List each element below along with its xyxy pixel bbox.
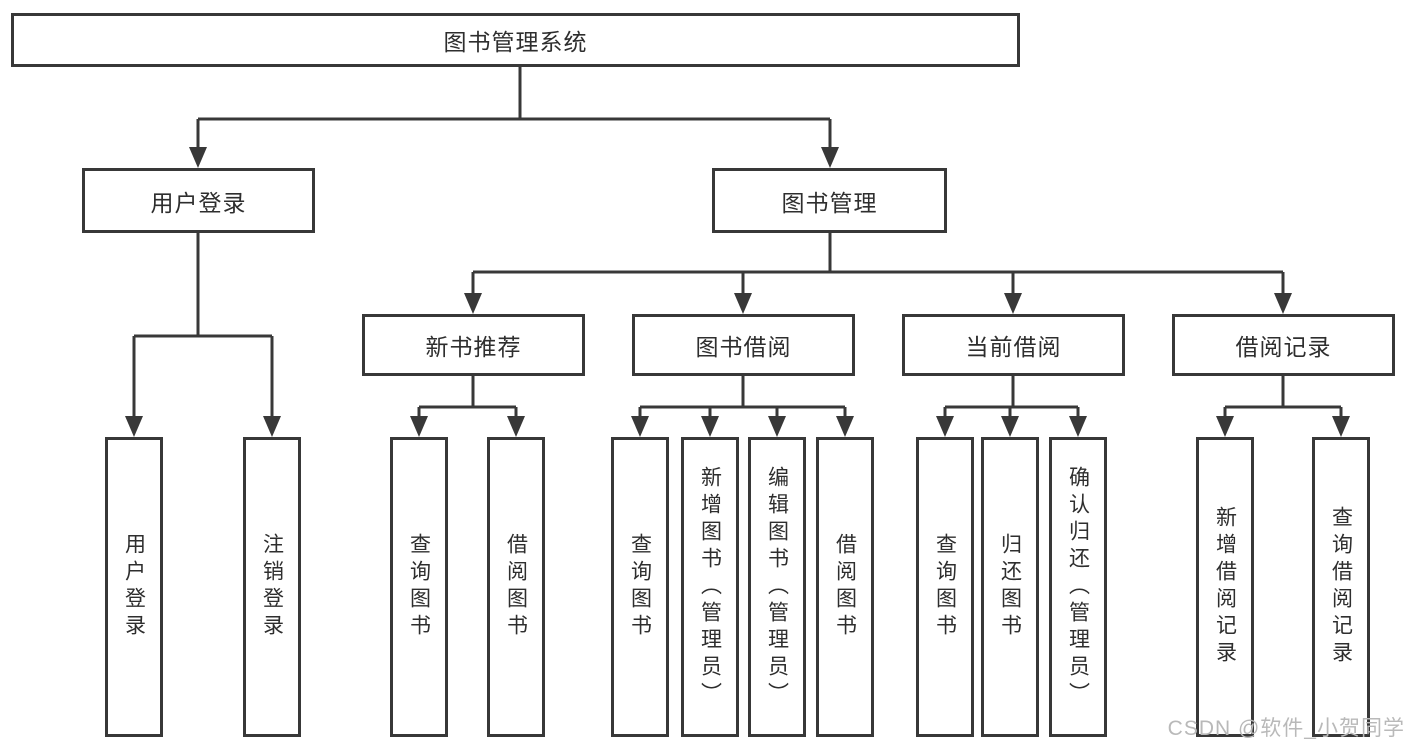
node-label: 图书借阅 (695, 334, 792, 360)
leaf-label: 查询图书 (933, 533, 957, 641)
leaf-return-book: 归还图书 (981, 437, 1039, 737)
node-user-login: 用户登录 (82, 168, 315, 233)
leaf-query-books-recommend: 查询图书 (390, 437, 448, 737)
arrowheads (125, 147, 1350, 437)
leaf-query-books-borrow: 查询图书 (611, 437, 669, 737)
node-label: 用户登录 (150, 189, 247, 216)
leaf-confirm-return-admin: 确认归还（管理员） (1049, 437, 1107, 737)
leaf-label: 归还图书 (998, 533, 1022, 641)
leaf-label: 新增借阅记录 (1213, 506, 1237, 668)
leaf-add-borrow-record: 新增借阅记录 (1196, 437, 1254, 737)
leaf-label: 借阅图书 (833, 533, 857, 641)
leaf-edit-book-admin: 编辑图书（管理员） (748, 437, 806, 737)
leaf-query-borrow-record: 查询借阅记录 (1312, 437, 1370, 737)
leaf-label: 编辑图书（管理员） (765, 465, 789, 709)
leaf-query-books-current: 查询图书 (916, 437, 974, 737)
leaf-label: 查询借阅记录 (1329, 506, 1353, 668)
watermark: CSDN @软件_小贺同学 (1167, 717, 1405, 740)
node-book-borrowing: 图书借阅 (632, 314, 855, 376)
node-borrowing-records: 借阅记录 (1172, 314, 1395, 376)
node-label: 当前借阅 (965, 334, 1062, 360)
node-label: 图书管理系统 (443, 29, 588, 55)
node-label: 借阅记录 (1235, 334, 1332, 360)
node-library-management-system: 图书管理系统 (11, 13, 1020, 67)
leaf-user-login: 用户登录 (105, 437, 163, 737)
leaf-label: 确认归还（管理员） (1066, 465, 1090, 709)
node-new-book-recommendation: 新书推荐 (362, 314, 585, 376)
node-current-borrowing: 当前借阅 (902, 314, 1125, 376)
leaf-label: 查询图书 (407, 533, 431, 641)
node-label: 新书推荐 (425, 334, 522, 360)
leaf-label: 注销登录 (260, 533, 284, 641)
leaf-add-book-admin: 新增图书（管理员） (681, 437, 739, 737)
leaf-label: 用户登录 (122, 533, 146, 641)
leaf-borrow-books-recommend: 借阅图书 (487, 437, 545, 737)
leaf-borrow-books: 借阅图书 (816, 437, 874, 737)
node-label: 图书管理 (781, 189, 878, 216)
leaf-logout: 注销登录 (243, 437, 301, 737)
node-book-management: 图书管理 (712, 168, 947, 233)
leaf-label: 新增图书（管理员） (698, 465, 722, 709)
leaf-label: 借阅图书 (504, 533, 528, 641)
leaf-label: 查询图书 (628, 533, 652, 641)
